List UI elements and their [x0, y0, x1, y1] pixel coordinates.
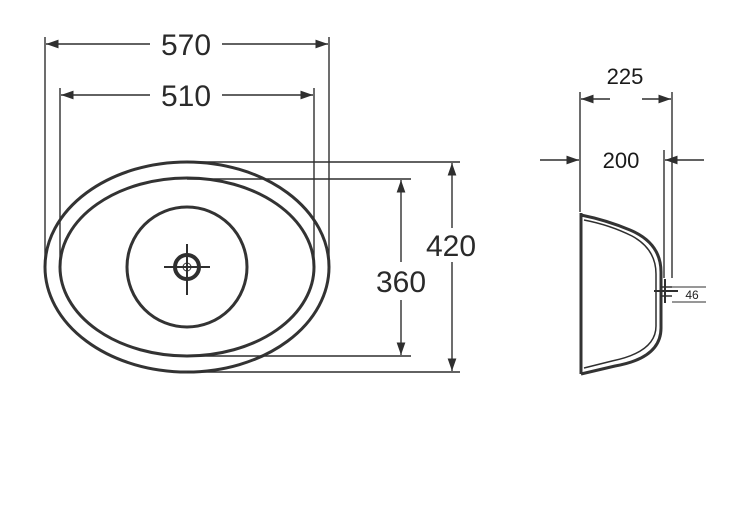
- dim-outer-width-label: 570: [161, 29, 211, 62]
- dim-side-inner-label: 200: [603, 148, 640, 173]
- dim-side-inner: 200: [540, 148, 704, 278]
- basin-bowl: [125, 205, 249, 329]
- dim-inner-width: 510: [59, 80, 315, 267]
- dim-drain-height: 46: [672, 286, 706, 303]
- dim-side-outer: 225: [579, 64, 673, 278]
- basin-side-inner: [583, 219, 657, 369]
- dim-inner-depth: 360: [187, 178, 426, 357]
- dim-side-outer-label: 225: [607, 64, 644, 89]
- dim-outer-depth: 420: [187, 161, 476, 373]
- dim-outer-width: 570: [44, 29, 330, 267]
- dim-drain-height-label: 46: [685, 288, 699, 302]
- top-view: [43, 160, 331, 374]
- dim-inner-width-label: 510: [161, 80, 211, 113]
- side-view: [579, 213, 678, 376]
- dim-inner-depth-label: 360: [376, 266, 426, 299]
- basin-side-profile: [579, 213, 663, 376]
- dim-outer-depth-label: 420: [426, 230, 476, 263]
